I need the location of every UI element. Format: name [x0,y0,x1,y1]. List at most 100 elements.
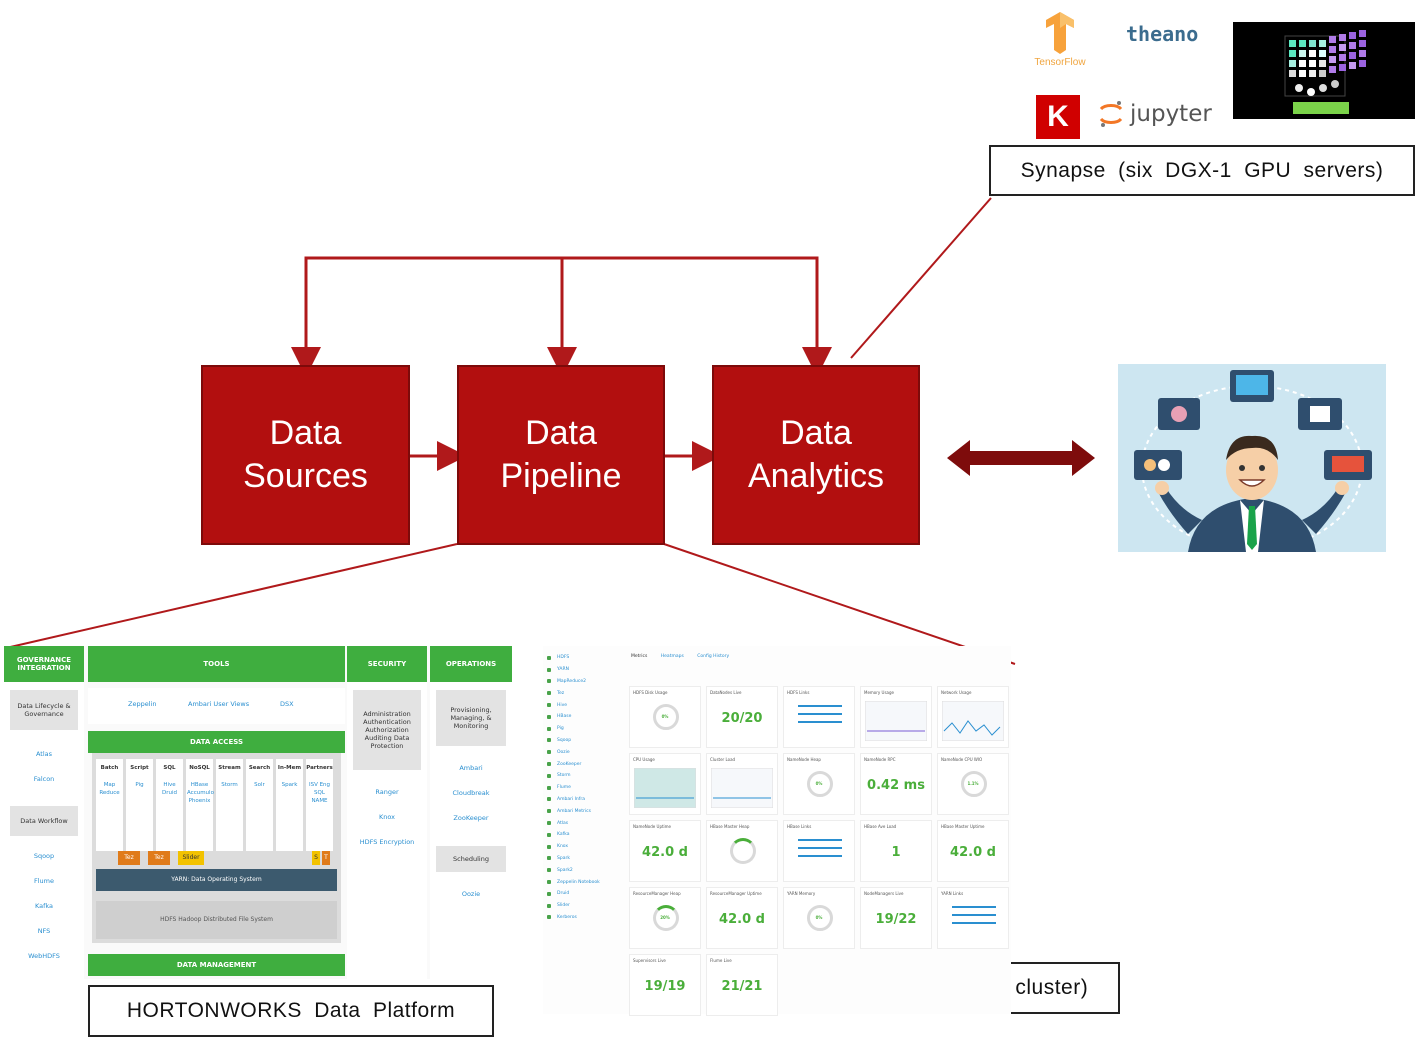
status-dot-icon [547,679,551,684]
ray-sidebar-item-label: Tez [557,690,565,696]
ray-tile-title: CPU Usage [633,757,655,762]
ray-tile-title: Cluster Load [710,757,736,762]
status-dot-icon [547,903,551,908]
ray-sidebar-item[interactable]: Flume [547,782,617,794]
ray-sidebar-item[interactable]: Storm [547,770,617,782]
ray-tile-link[interactable] [798,705,842,707]
hw-governance-box-2: Data Workflow [10,806,78,836]
ray-sidebar-item-label: YARN [557,667,569,673]
ray-gauge-ring-icon [961,771,987,797]
tensorflow-logo: TensorFlow [1024,12,1096,68]
ray-metric-tile[interactable]: Flume Live 21/21 [706,954,778,1016]
ray-sidebar-item[interactable]: Spark [547,853,617,865]
ray-metric-tile[interactable]: Cluster Load [706,753,778,815]
hw-ops-link: Cloudbreak [452,789,490,797]
ray-sidebar-item[interactable]: HDFS [547,652,617,664]
data-pipeline-box: Data Pipeline [457,365,665,545]
hortonworks-caption: HORTONWORKS Data Platform [88,985,494,1037]
ray-tile-link[interactable] [952,922,996,924]
ray-tab[interactable]: Metrics [631,654,648,659]
ray-sidebar-item[interactable]: ZooKeeper [547,758,617,770]
status-dot-icon [547,703,551,708]
hw-engine-row: Tez Tez Slider S T [118,851,338,865]
ray-sidebar-item-label: Kafka [557,832,570,838]
hw-tools-column: TOOLS Zeppelin Ambari User Views DSX DAT… [88,646,345,979]
ray-sidebar-item[interactable]: Zeppelin Notebook [547,876,617,888]
ray-metric-tile[interactable]: Network Usage [937,686,1009,748]
status-dot-icon [547,738,551,743]
ray-tile-value: 21/21 [721,979,763,994]
data-scientist-graphic [1134,370,1372,552]
ray-sidebar-item[interactable]: Kerberos [547,912,617,924]
ray-metric-tile[interactable]: HBase Master Heap [706,820,778,882]
ray-sidebar-item[interactable]: Sqoop [547,735,617,747]
ray-tile-value: 0% [815,915,823,920]
hw-security-header: SECURITY [347,646,427,682]
ray-tile-title: HDFS Disk Usage [633,690,668,695]
ray-tile-link[interactable] [798,847,842,849]
hw-operations-header: OPERATIONS [430,646,512,682]
data-sources-line1: Data [269,414,342,452]
ray-sidebar-item-label: Storm [557,773,571,779]
ray-sidebar-item[interactable]: Spark2 [547,864,617,876]
data-scientist-illustration [1118,364,1386,552]
ray-sidebar-item[interactable]: YARN [547,664,617,676]
ray-sidebar-item[interactable]: Atlas [547,817,617,829]
ray-metric-tile[interactable]: HDFS Links [783,686,855,748]
status-dot-icon [547,655,551,660]
ray-tile-title: NameNode RPC [864,757,896,762]
ray-sidebar-item-label: Spark [557,855,570,861]
ray-sidebar-item-label: HDFS [557,655,570,661]
ray-sidebar-item[interactable]: HBase [547,711,617,723]
ray-tile-link[interactable] [798,713,842,715]
hw-access-column-label: Batch [100,765,119,771]
status-dot-icon [547,773,551,778]
ray-sidebar-item[interactable]: Slider [547,900,617,912]
ray-sidebar-item[interactable]: Tez [547,687,617,699]
ray-metric-tile[interactable]: HBase Links [783,820,855,882]
ray-mini-chart [865,701,927,741]
ray-sidebar-item[interactable]: MapReduce2 [547,676,617,688]
hw-access-column-label: Stream [218,765,241,771]
ray-tile-value: 42.0 d [642,845,688,860]
ray-tab[interactable]: Heatmaps [660,654,684,659]
ray-tab[interactable]: Config History [697,654,730,659]
ray-sidebar-item[interactable]: Knox [547,841,617,853]
ray-tile-link[interactable] [952,914,996,916]
ray-tile-value: 19/19 [644,979,686,994]
hw-tools-link: Ambari User Views [188,700,250,708]
hw-engine-tez-1: Tez [118,851,140,865]
ray-sidebar-item[interactable]: Ambari Infra [547,794,617,806]
ray-tile-link[interactable] [798,839,842,841]
ray-metric-tile[interactable]: CPU Usage [629,753,701,815]
ray-tile-link[interactable] [798,721,842,723]
ray-sidebar-item[interactable]: Oozie [547,746,617,758]
ray-metric-tile[interactable]: YARN Links [937,887,1009,949]
ray-sidebar-item[interactable]: Kafka [547,829,617,841]
ray-metric-tile[interactable]: Memory Usage [860,686,932,748]
ray-tile-title: Flume Live [710,958,732,963]
ray-tile-link[interactable] [798,855,842,857]
ray-sidebar-item[interactable]: Hive [547,699,617,711]
ray-sidebar-item[interactable]: Pig [547,723,617,735]
ray-sidebar-item[interactable]: Ambari Metrics [547,805,617,817]
ray-sidebar-item[interactable]: Druid [547,888,617,900]
ray-tile-link[interactable] [952,906,996,908]
ray-tile-value: 1.1% [967,781,979,786]
ray-sidebar-item-label: Sqoop [557,737,572,743]
